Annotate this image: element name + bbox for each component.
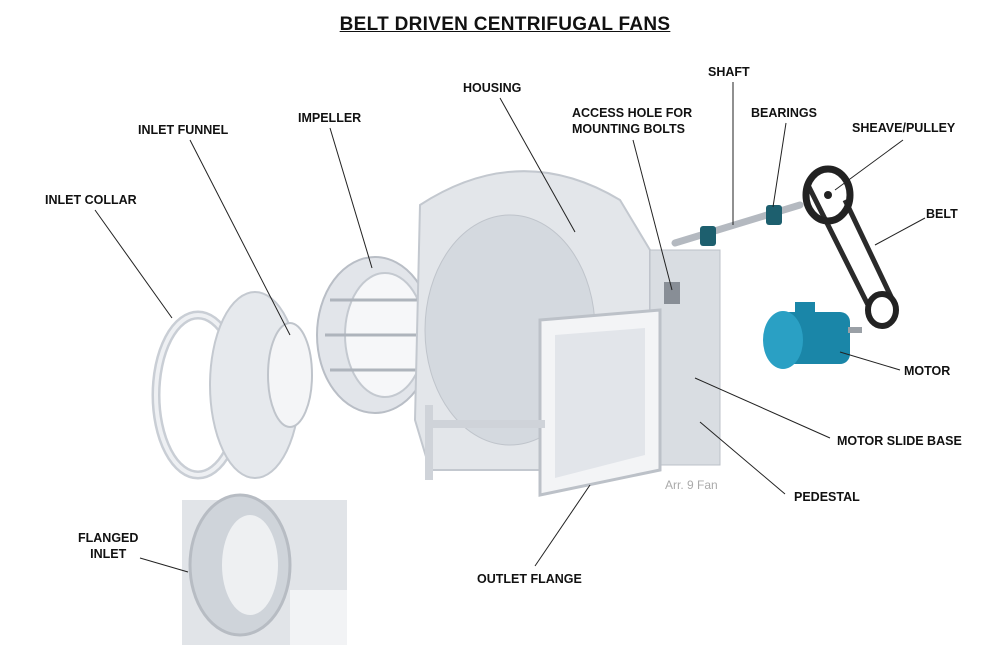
leader-lines — [94, 82, 926, 573]
label-access-hole-line2: MOUNTING BOLTS — [572, 122, 685, 136]
bearing — [766, 205, 782, 225]
diagram-title: BELT DRIVEN CENTRIFUGAL FANS — [339, 14, 671, 35]
label-belt: BELT — [926, 207, 958, 221]
label-inlet-funnel: INLET FUNNEL — [138, 123, 229, 137]
label-impeller: IMPELLER — [298, 111, 362, 125]
label-bearings: BEARINGS — [751, 106, 817, 120]
label-flanged-inlet-line1: FLANGED — [78, 531, 139, 545]
label-flanged-inlet: FLANGED INLET — [78, 530, 138, 562]
label-flanged-inlet-line2: INLET — [90, 547, 127, 561]
shaft-part — [671, 201, 804, 247]
label-access-hole: ACCESS HOLE FOR MOUNTING BOLTS — [572, 105, 692, 137]
label-outlet-flange: OUTLET FLANGE — [477, 572, 582, 586]
housing-part — [413, 170, 721, 497]
flanged-inlet-inset — [182, 493, 347, 645]
label-access-hole-line1: ACCESS HOLE FOR — [572, 106, 693, 120]
label-housing: HOUSING — [463, 81, 522, 95]
label-pedestal: PEDESTAL — [794, 490, 860, 504]
bearing — [700, 226, 716, 246]
sheave-belt-part — [802, 165, 899, 329]
motor-part — [763, 302, 862, 369]
label-inlet-collar: INLET COLLAR — [45, 193, 137, 207]
access-hole — [664, 282, 680, 304]
label-shaft: SHAFT — [708, 65, 750, 79]
label-motor-slide-base: MOTOR SLIDE BASE — [837, 434, 962, 448]
arrangement-note: Arr. 9 Fan — [665, 478, 718, 492]
label-motor: MOTOR — [904, 364, 951, 378]
label-sheave-pulley: SHEAVE/PULLEY — [852, 121, 956, 135]
inlet-funnel-part — [209, 291, 313, 479]
